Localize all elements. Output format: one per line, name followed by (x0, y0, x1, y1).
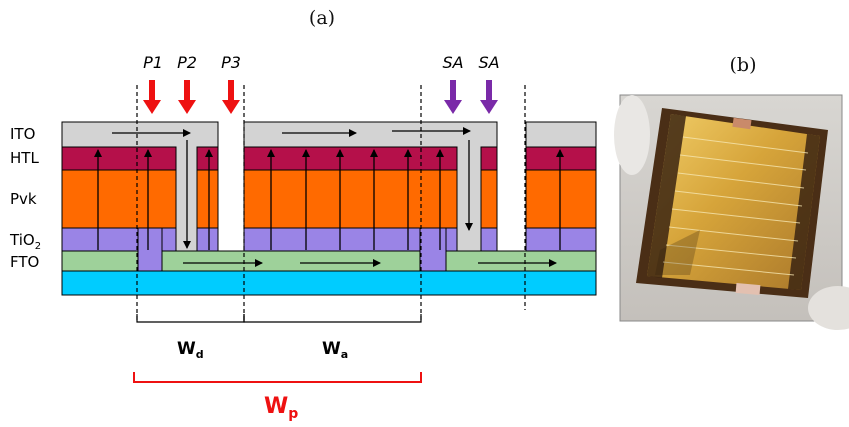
p1-arrow (143, 80, 161, 114)
scribe-label-p3: P3 (221, 53, 241, 72)
htl-layer (525, 146, 597, 171)
pvk-layer (525, 169, 597, 229)
tio2-layer (525, 227, 597, 252)
htl-layer (61, 146, 177, 171)
layer-label-tio2: TiO2 (9, 231, 41, 252)
tio2-sa-fill (419, 227, 447, 272)
layer-label-pvk: Pvk (10, 190, 37, 208)
sa1-arrow (444, 80, 462, 114)
layer-label-fto: FTO (10, 253, 39, 271)
ito-electrode (525, 121, 597, 148)
htl-layer (480, 146, 498, 171)
panel-label-b: (b) (730, 54, 757, 76)
layer-label-ito: ITO (10, 125, 35, 143)
ito-electrode (243, 121, 498, 252)
tio2-layer (196, 227, 219, 252)
p2-arrow (178, 80, 196, 114)
tio2-p1-fill (137, 227, 163, 272)
fto-layer (161, 250, 421, 272)
scribe-arrows (143, 80, 498, 114)
sa2-arrow (480, 80, 498, 114)
pvk-layer (243, 169, 458, 229)
wp-bracket (133, 372, 422, 383)
scribe-label-sa: SA (442, 53, 463, 72)
fto-layer (445, 250, 597, 272)
pvk-layer (196, 169, 219, 229)
tio2-layer (480, 227, 498, 252)
wp-label: Wp (264, 394, 298, 422)
htl-layer (196, 146, 219, 171)
current-arrows (94, 127, 564, 267)
wa-label: Wa (322, 339, 348, 361)
p3-arrow (222, 80, 240, 114)
scribe-label-p1: P1 (143, 53, 163, 72)
panel-label-a: (a) (309, 7, 335, 29)
scribe-label-p2: P2 (177, 53, 197, 72)
ito-electrode (61, 121, 219, 252)
layer-label-htl: HTL (10, 149, 39, 167)
cell-boundaries (136, 85, 526, 320)
module-photo (614, 94, 849, 330)
wd-label: Wd (177, 339, 204, 361)
htl-layer (243, 146, 458, 171)
wd-bracket (136, 314, 245, 323)
scribe-label-sa: SA (478, 53, 499, 72)
pvk-layer (480, 169, 498, 229)
pvk-layer (61, 169, 177, 229)
fto-layer (61, 250, 139, 272)
device-cross-section (61, 121, 597, 296)
wa-bracket (243, 314, 422, 323)
glass-layer (61, 270, 597, 296)
